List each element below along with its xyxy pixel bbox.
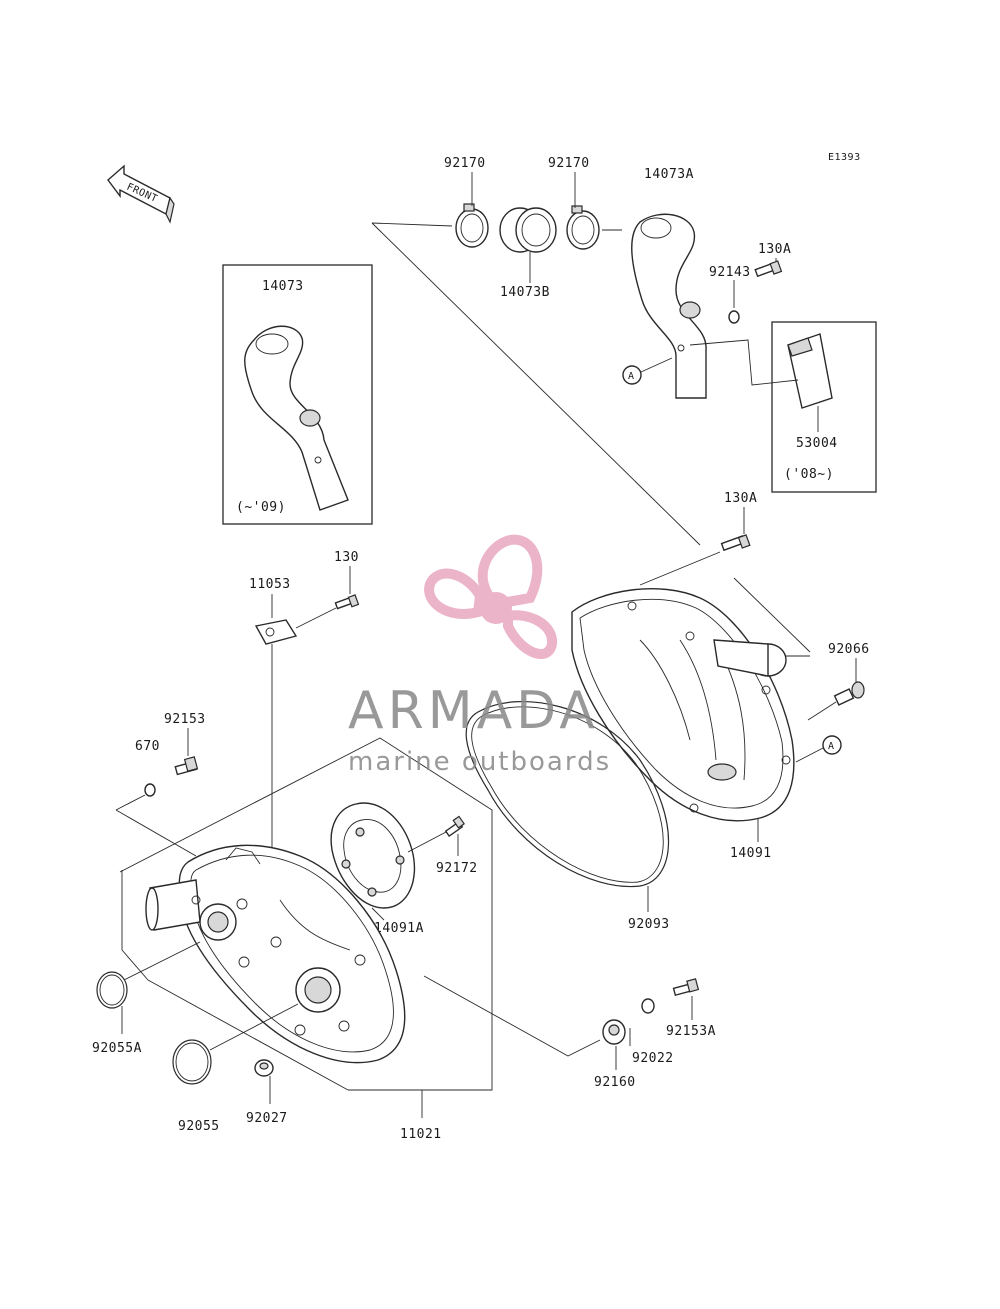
- label-92066: 92066: [828, 642, 870, 657]
- diagram-code: E1393: [828, 152, 861, 163]
- reference-marker-a-right: A: [822, 735, 842, 755]
- propeller-icon: [424, 534, 557, 659]
- label-92170-right: 92170: [548, 156, 590, 171]
- washer-92022: [641, 998, 655, 1014]
- washer-670: [144, 783, 156, 797]
- bolt-92153a: [672, 978, 700, 997]
- label-92027: 92027: [246, 1111, 288, 1126]
- label-14073a: 14073A: [644, 167, 694, 182]
- svg-text:A: A: [628, 371, 635, 382]
- watermark-tagline: marine outboards: [348, 747, 611, 777]
- bolt-92153: [174, 756, 199, 776]
- label-92055a: 92055A: [92, 1041, 142, 1056]
- watermark-brand: ARMADA: [348, 681, 599, 741]
- washer-92143: [728, 310, 740, 324]
- reference-marker-a-top: A: [622, 365, 642, 385]
- bracket-11053: [254, 619, 298, 645]
- clamp-92170-left: [455, 203, 489, 248]
- bolt-92172: [444, 815, 465, 838]
- label-92022: 92022: [632, 1051, 674, 1066]
- o-ring-92055a: [96, 971, 128, 1009]
- label-92170-left: 92170: [444, 156, 486, 171]
- label-11021: 11021: [400, 1127, 442, 1142]
- label-92153a: 92153A: [666, 1024, 716, 1039]
- duct-14073: [244, 325, 349, 511]
- gasket-14091a: [330, 802, 416, 909]
- bolt-130a-top: [754, 260, 783, 278]
- label-14073: 14073: [262, 279, 304, 294]
- o-ring-92055: [172, 1039, 212, 1085]
- label-92093: 92093: [628, 917, 670, 932]
- label-92055: 92055: [178, 1119, 220, 1134]
- inset-box-14073: [222, 264, 373, 525]
- outer-cover-14091: [571, 588, 795, 822]
- bolt-130: [334, 594, 360, 610]
- label-14073b: 14073B: [500, 285, 550, 300]
- label-670: 670: [135, 739, 160, 754]
- bolt-130a-mid: [720, 534, 751, 552]
- label-130a-mid: 130A: [724, 491, 757, 506]
- label-14091a: 14091A: [374, 921, 424, 936]
- note-09: (~'09): [236, 500, 286, 515]
- seal-92093: [465, 701, 670, 888]
- sleeve-14073b: [499, 207, 557, 253]
- label-11053: 11053: [249, 577, 291, 592]
- armada-logo: ARMADA marine outboards: [348, 534, 611, 777]
- label-130: 130: [334, 550, 359, 565]
- label-92153: 92153: [164, 712, 206, 727]
- label-92160: 92160: [594, 1075, 636, 1090]
- clamp-92170-right: [566, 205, 600, 250]
- svg-text:A: A: [828, 741, 835, 752]
- label-130a-top: 130A: [758, 242, 791, 257]
- duct-14073a: [631, 213, 707, 399]
- note-08: ('08~): [784, 467, 834, 482]
- bolt-92066: [833, 681, 865, 706]
- label-14091: 14091: [730, 846, 772, 861]
- inner-cover-11021: [145, 844, 406, 1064]
- front-arrow-icon: FRONT: [107, 164, 175, 224]
- label-53004: 53004: [796, 436, 838, 451]
- label-92143: 92143: [709, 265, 751, 280]
- grommet-92160: [602, 1019, 626, 1045]
- label-92172: 92172: [436, 861, 478, 876]
- sticker-53004: [787, 333, 833, 409]
